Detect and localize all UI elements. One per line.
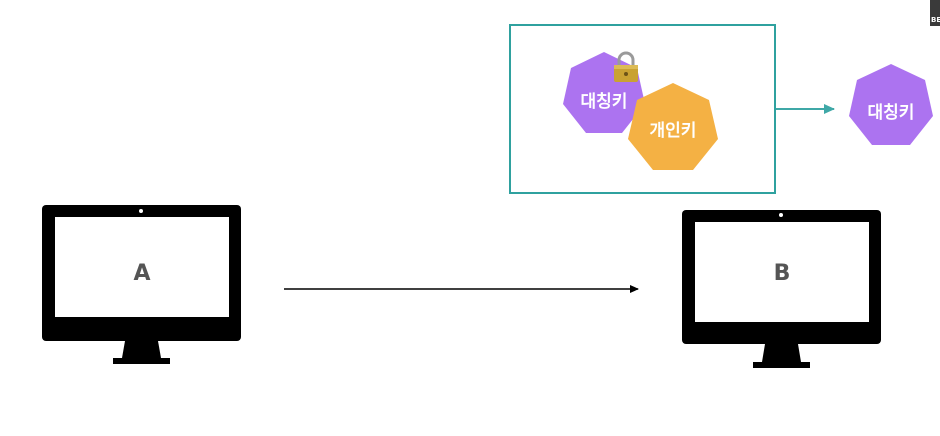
monitor-b-base (753, 362, 810, 368)
monitor-b-screen (695, 222, 869, 322)
monitor-a-camera (139, 209, 143, 213)
private-key-label: 개인키 (650, 121, 697, 141)
corner-badge: BE (930, 0, 940, 26)
encrypted-key-box (509, 24, 776, 194)
result-symmetric-key-label: 대칭키 (868, 103, 915, 123)
result-symmetric-key-heptagon (849, 64, 933, 145)
monitor-a: A (42, 205, 241, 364)
monitor-b-label: B (774, 261, 791, 286)
monitor-b-neck (762, 344, 801, 362)
monitor-b: B (682, 210, 881, 368)
monitor-b-camera (779, 213, 783, 217)
monitor-a-neck (122, 341, 161, 358)
private-key-heptagon (628, 83, 718, 170)
monitor-a-base (113, 358, 170, 364)
padlock-icon (614, 51, 638, 82)
monitor-a-label: A (133, 261, 150, 286)
monitor-a-screen (55, 217, 229, 317)
symmetric-key-label: 대칭키 (581, 92, 628, 112)
corner-badge-text: BE (931, 16, 940, 24)
